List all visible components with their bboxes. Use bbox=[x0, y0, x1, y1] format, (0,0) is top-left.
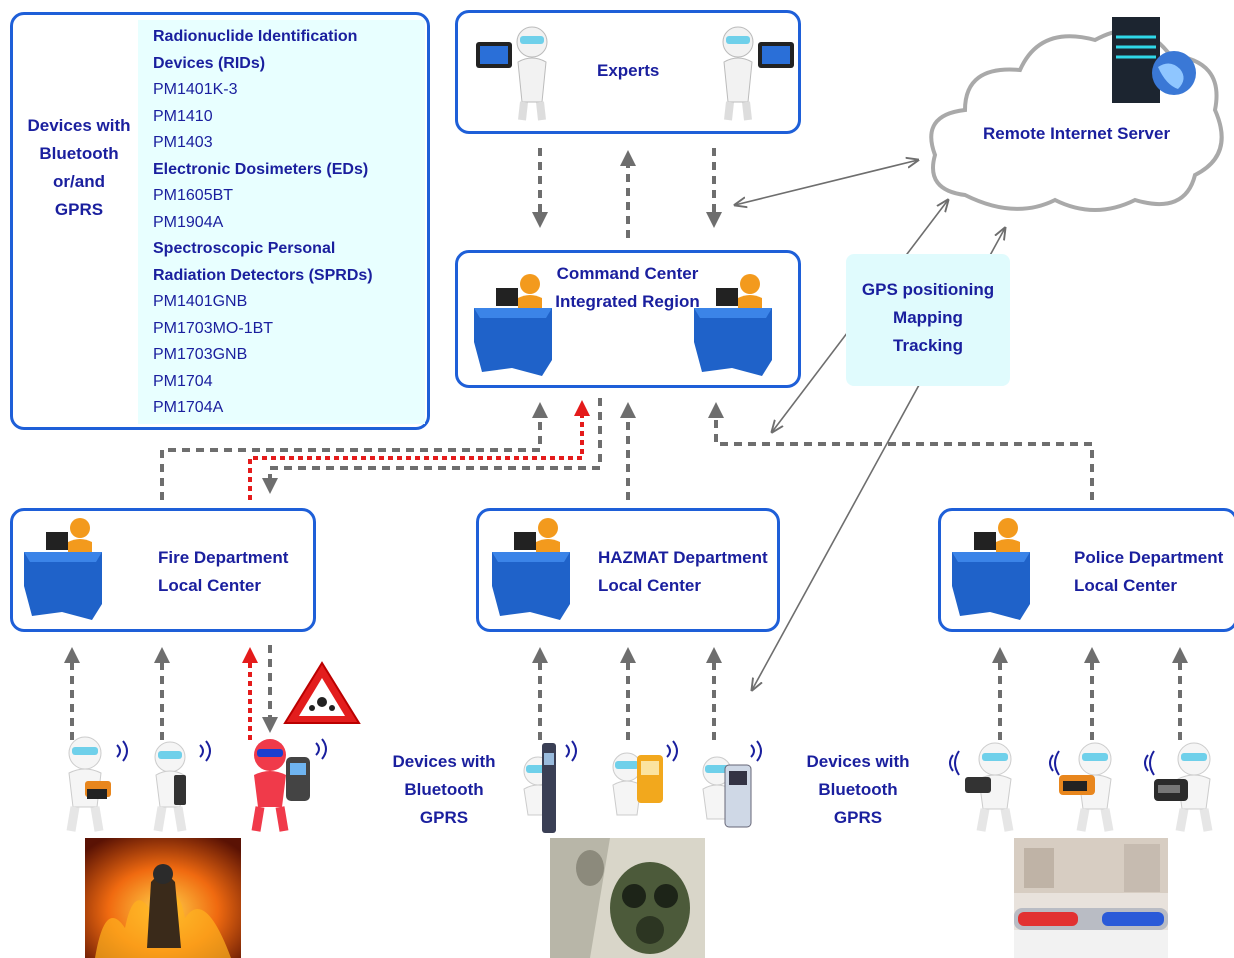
devices-right-line3: GPRS bbox=[833, 808, 883, 827]
device-category-label: Radionuclide Identification bbox=[153, 28, 358, 45]
device-category-label: Radiation Detectors (SPRDs) bbox=[153, 266, 373, 284]
device-model-label: PM1703GNB bbox=[153, 346, 248, 363]
devices-label-right: Devices with Bluetooth GPRS bbox=[784, 748, 932, 832]
police-department-label: Police Department Local Center bbox=[1074, 544, 1223, 600]
command-center-label: Command Center Integrated Region bbox=[540, 260, 715, 316]
server-label: Remote Internet Server bbox=[983, 124, 1171, 143]
device-model-label: PM1410 bbox=[153, 107, 213, 125]
police-devices-figures bbox=[949, 742, 1213, 832]
operator-desk-icon bbox=[24, 518, 102, 620]
operator-desk-icon bbox=[952, 518, 1030, 620]
device-model-label: PM1401GNB bbox=[153, 293, 248, 310]
hazmat-line1: HAZMAT Department bbox=[598, 548, 768, 567]
link-command-to-fire bbox=[262, 398, 602, 494]
side-label-line: Devices with bbox=[27, 116, 131, 135]
police-line1: Police Department bbox=[1074, 548, 1224, 567]
expert-figure-right bbox=[722, 26, 794, 121]
device-model-label: PM1403 bbox=[153, 134, 213, 151]
command-center-line1: Command Center bbox=[556, 264, 699, 283]
device-model-label: PM1703MO-1BT bbox=[153, 319, 274, 337]
operator-desk-icon bbox=[694, 274, 772, 376]
experts-label: Experts bbox=[597, 61, 660, 80]
fire-department-label: Fire Department Local Center bbox=[158, 544, 288, 600]
devices-right-line1: Devices with bbox=[806, 752, 910, 771]
operator-desk-icon bbox=[492, 518, 570, 620]
devices-mid-line2: Bluetooth bbox=[404, 780, 484, 799]
firefighter-photo bbox=[85, 838, 241, 958]
hazmat-devices-figures bbox=[523, 740, 762, 833]
device-model-label: PM1904A bbox=[153, 213, 224, 231]
device-category-label: Electronic Dosimeters (EDs) bbox=[153, 160, 369, 178]
side-label-line: GPRS bbox=[54, 200, 104, 219]
devices-right-line2: Bluetooth bbox=[818, 780, 898, 799]
police-siren-photo bbox=[1014, 838, 1168, 958]
device-model-label: PM1401K-3 bbox=[153, 81, 238, 98]
devices-label-middle: Devices with Bluetooth GPRS bbox=[370, 748, 518, 832]
fire-line2: Local Center bbox=[158, 576, 261, 595]
gps-line1: GPS positioning bbox=[861, 280, 995, 299]
hazmat-line2: Local Center bbox=[598, 576, 701, 595]
command-center-line2: Integrated Region bbox=[555, 292, 700, 311]
police-line2: Local Center bbox=[1074, 576, 1177, 595]
operator-desk-icon bbox=[474, 274, 552, 376]
device-category-label: Spectroscopic Personal bbox=[153, 240, 336, 257]
link-police-to-command bbox=[708, 402, 1094, 500]
devices-mid-line1: Devices with bbox=[392, 752, 496, 771]
hazmat-department-label: HAZMAT Department Local Center bbox=[598, 544, 768, 600]
link-server-experts bbox=[735, 160, 918, 205]
fire-devices-figures bbox=[66, 736, 327, 832]
alarm-link-fire-to-command bbox=[248, 400, 590, 500]
device-model-label: PM1704 bbox=[153, 372, 213, 390]
link-fire-to-command bbox=[160, 402, 548, 500]
fire-line1: Fire Department bbox=[158, 548, 289, 567]
radiation-warning-sign-icon bbox=[283, 661, 361, 724]
device-model-label: PM1704A bbox=[153, 399, 224, 416]
gps-label: GPS positioning Mapping Tracking bbox=[846, 276, 1010, 360]
device-category-label: Devices (RIDs) bbox=[153, 54, 266, 72]
expert-figure-left bbox=[476, 26, 548, 121]
gps-line3: Tracking bbox=[893, 336, 963, 355]
server-icon bbox=[1112, 17, 1196, 103]
device-model-label: PM1605BT bbox=[153, 187, 234, 204]
hazmat-gas-mask-photo bbox=[550, 838, 705, 958]
side-label-line: or/and bbox=[53, 172, 105, 191]
gps-line2: Mapping bbox=[893, 308, 963, 327]
side-label-line: Bluetooth bbox=[39, 144, 119, 163]
devices-mid-line3: GPRS bbox=[419, 808, 469, 827]
gps-panel bbox=[846, 254, 1010, 386]
